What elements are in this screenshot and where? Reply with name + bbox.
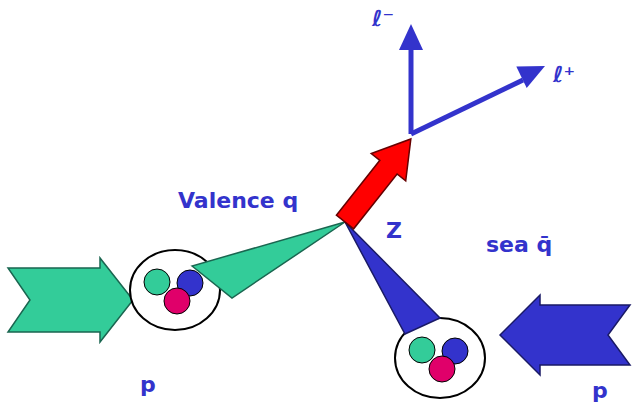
label: ℓ⁻ <box>372 6 394 32</box>
label: Valence q <box>178 188 298 214</box>
z-arrow <box>328 125 428 235</box>
lepton-line <box>411 80 523 134</box>
quark <box>164 288 190 314</box>
beam-arrow <box>8 258 133 342</box>
arrowhead <box>399 24 423 50</box>
label: sea q̄ <box>486 232 552 258</box>
label: p <box>592 378 608 404</box>
valence-cone <box>192 222 345 298</box>
label: p <box>140 372 156 398</box>
beam-arrow <box>500 295 630 375</box>
quark <box>144 269 170 295</box>
label: ℓ⁺ <box>553 62 575 88</box>
quark <box>409 337 435 363</box>
label: Z <box>386 218 402 244</box>
lepton-line <box>409 48 414 134</box>
arrowhead <box>516 66 545 88</box>
quark <box>429 356 455 382</box>
